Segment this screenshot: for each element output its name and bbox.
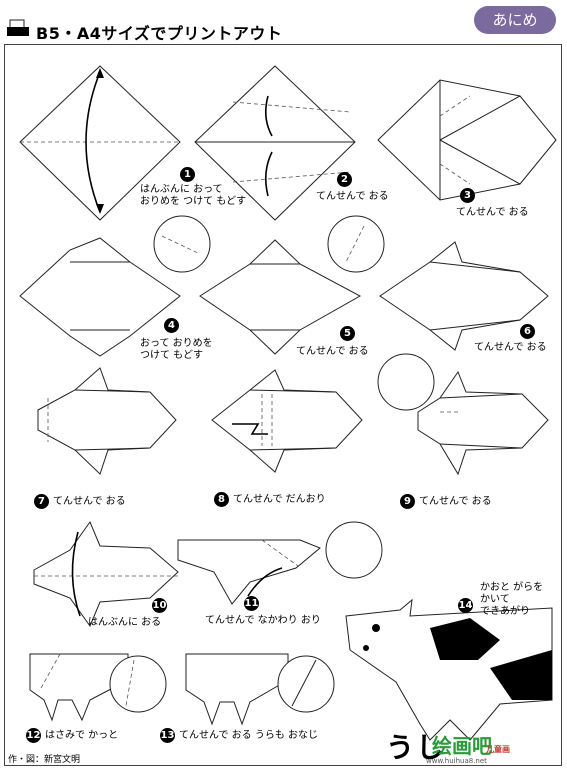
step-8-label: 8 てんせんで だんおり <box>214 492 326 507</box>
step-11-instruction: てんせんで なかわり おり <box>205 615 321 626</box>
step-9-label: 9 てんせんで おる <box>400 494 492 509</box>
step-number-badge: 8 <box>214 492 229 507</box>
page-title: B5・A4サイズでプリントアウト <box>36 24 283 43</box>
step-number-badge: 13 <box>160 728 175 743</box>
step-12-instruction: はさみで かっと <box>45 729 119 741</box>
step-7-instruction: てんせんで おる <box>53 495 126 507</box>
step5-diagram <box>199 215 385 355</box>
step-10-instruction: はんぶんに おる <box>88 617 162 628</box>
step9-diagram <box>377 353 549 476</box>
step8-diagram <box>211 369 363 473</box>
step-10-label: 10 <box>152 598 167 613</box>
step-2-label: 2 <box>337 172 352 187</box>
step-13-label: 13 てんせんで おる うらも おなじ <box>160 728 318 743</box>
step2-diagram <box>194 65 356 221</box>
step-number-badge: 1 <box>180 167 195 182</box>
step-12-label: 12 はさみで かっと <box>26 728 118 743</box>
step-3-label: 3 <box>460 188 475 203</box>
step-number-badge: 3 <box>460 188 475 203</box>
step-5-label: 5 <box>340 326 355 341</box>
step-number-badge: 5 <box>340 326 355 341</box>
step3-diagram <box>377 79 557 201</box>
step4-diagram <box>19 215 211 357</box>
step-1-label: 1 <box>180 167 195 182</box>
step-5-instruction: てんせんで おる <box>296 346 369 357</box>
step-2-instruction: てんせんで おる <box>316 191 389 202</box>
step7-diagram <box>37 367 177 475</box>
step-3-instruction: てんせんで おる <box>456 207 529 218</box>
step6-diagram <box>379 241 549 351</box>
step-14-label: 14 <box>458 598 473 613</box>
step-9-instruction: てんせんで おる <box>419 495 492 507</box>
step-14-instruction: かおと がらを かいて できあがり <box>480 582 544 617</box>
step-number-badge: 4 <box>164 318 179 333</box>
step12-diagram <box>29 653 167 722</box>
step-11-label: 11 <box>244 596 259 611</box>
step-number-badge: 14 <box>458 598 473 613</box>
author-credit: 作・図：新宮文明 <box>8 755 81 765</box>
step-4-label: 4 <box>164 318 179 333</box>
step1-diagram <box>19 65 181 221</box>
step-number-badge: 6 <box>520 324 535 339</box>
step-6-label: 6 <box>520 324 535 339</box>
anime-badge-button[interactable]: あにめ <box>474 6 556 34</box>
step-8-instruction: てんせんで だんおり <box>233 493 326 505</box>
step-1-instruction: はんぶんに おって おりめを つけて もどす <box>140 184 247 207</box>
printer-icon <box>7 19 29 36</box>
step-13-instruction: てんせんで おる うらも おなじ <box>179 729 319 741</box>
step-number-badge: 7 <box>34 494 49 509</box>
step13-diagram <box>185 653 335 726</box>
site-url: www.huihua8.net <box>426 757 487 765</box>
step-number-badge: 11 <box>244 596 259 611</box>
step-number-badge: 9 <box>400 494 415 509</box>
step-number-badge: 12 <box>26 728 41 743</box>
diagram-frame <box>4 44 562 766</box>
site-logo-subtitle: 儿童画 <box>486 745 510 754</box>
step-7-label: 7 てんせんで おる <box>34 494 126 509</box>
site-logo: 绘画吧 <box>432 734 492 758</box>
step-number-badge: 10 <box>152 598 167 613</box>
finished-title: うし <box>386 731 447 764</box>
step10-diagram <box>33 520 179 628</box>
step-6-instruction: てんせんで おる <box>474 342 547 353</box>
step11-diagram <box>177 521 383 605</box>
step-number-badge: 2 <box>337 172 352 187</box>
cow-diagram <box>345 598 553 741</box>
step-4-instruction: おって おりめを つけて もどす <box>140 338 213 361</box>
